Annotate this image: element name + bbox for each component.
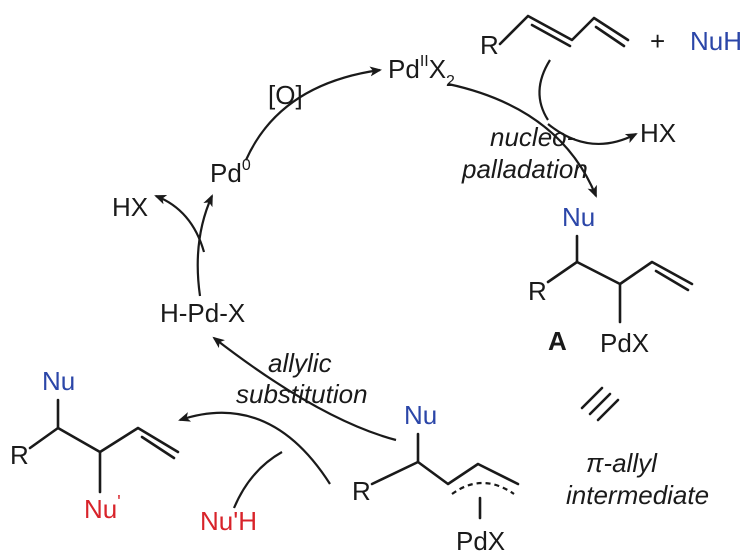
nucleopalladation-line1: nucleo-	[490, 122, 576, 152]
pi-allyl-nu: Nu	[404, 400, 437, 430]
diene-r-label: R	[480, 30, 499, 60]
compound-a-r: R	[528, 276, 547, 306]
pi-allyl-chain	[370, 460, 520, 486]
product-r: R	[10, 440, 29, 470]
oxidant-label: [O]	[268, 80, 303, 110]
nu-prime-h-entry	[232, 451, 283, 509]
allylic-substitution-line1: allylic	[268, 348, 332, 378]
nuh-reagent: NuH	[690, 26, 742, 56]
nucleopalladation-line2: palladation	[461, 154, 588, 184]
hx-left-label: HX	[112, 192, 148, 222]
product-chain	[28, 426, 102, 494]
h-pd-x-label: H-Pd-X	[160, 298, 245, 328]
compound-a-pdx: PdX	[600, 328, 649, 358]
diene-double-bond-2	[594, 25, 626, 48]
pd0-label: Pd0	[210, 157, 251, 188]
nucleopalladation-arrow	[447, 82, 598, 198]
product-nu-prime: Nu'	[84, 492, 121, 524]
pi-allyl-caption-line1: π-allyl	[586, 448, 658, 478]
compound-a-label: A	[548, 326, 567, 356]
diene-substrate: R	[480, 14, 630, 60]
plus-sign: +	[650, 26, 665, 56]
product-vinyl-double	[140, 435, 176, 460]
final-product: Nu R Nu'	[10, 366, 180, 524]
compound-a-vinyl	[618, 260, 694, 286]
allylic-substitution-line2: substitution	[236, 379, 368, 409]
nu-prime-h-reagent: Nu'H	[200, 506, 257, 536]
product-nu: Nu	[42, 366, 75, 396]
return-arrow	[212, 336, 397, 442]
equivalence-text: ≡	[0, 0, 1, 1]
substrate-entry-curve	[538, 59, 551, 121]
compound-a-nu: Nu	[562, 202, 595, 232]
hx-left-release-arrow	[154, 194, 206, 253]
compound-a-chain	[546, 260, 622, 324]
product-vinyl	[98, 426, 180, 454]
hx-release-arrow	[547, 123, 638, 145]
allylic-substitution-arrow	[178, 411, 331, 485]
pd-ii-x2-label: PdIIX2	[388, 53, 455, 90]
pi-allyl-intermediate: Nu R PdX π-allyl intermediate	[352, 400, 709, 556]
diene-skeleton	[498, 14, 630, 46]
diene-double-bond-1	[530, 23, 572, 48]
pi-allyl-pdx: PdX	[456, 526, 505, 556]
pi-allyl-caption-line2: intermediate	[566, 480, 709, 510]
compound-a: Nu R A PdX	[528, 202, 694, 358]
reductive-elimination-arrow	[196, 194, 214, 297]
hx-right-label: HX	[640, 118, 676, 148]
compound-a-vinyl-double	[654, 269, 690, 292]
pi-allyl-r: R	[352, 476, 371, 506]
equivalence-sign: ≡	[0, 0, 620, 422]
oxidation-arrow	[244, 66, 382, 161]
pi-allyl-delocalization	[451, 482, 515, 495]
